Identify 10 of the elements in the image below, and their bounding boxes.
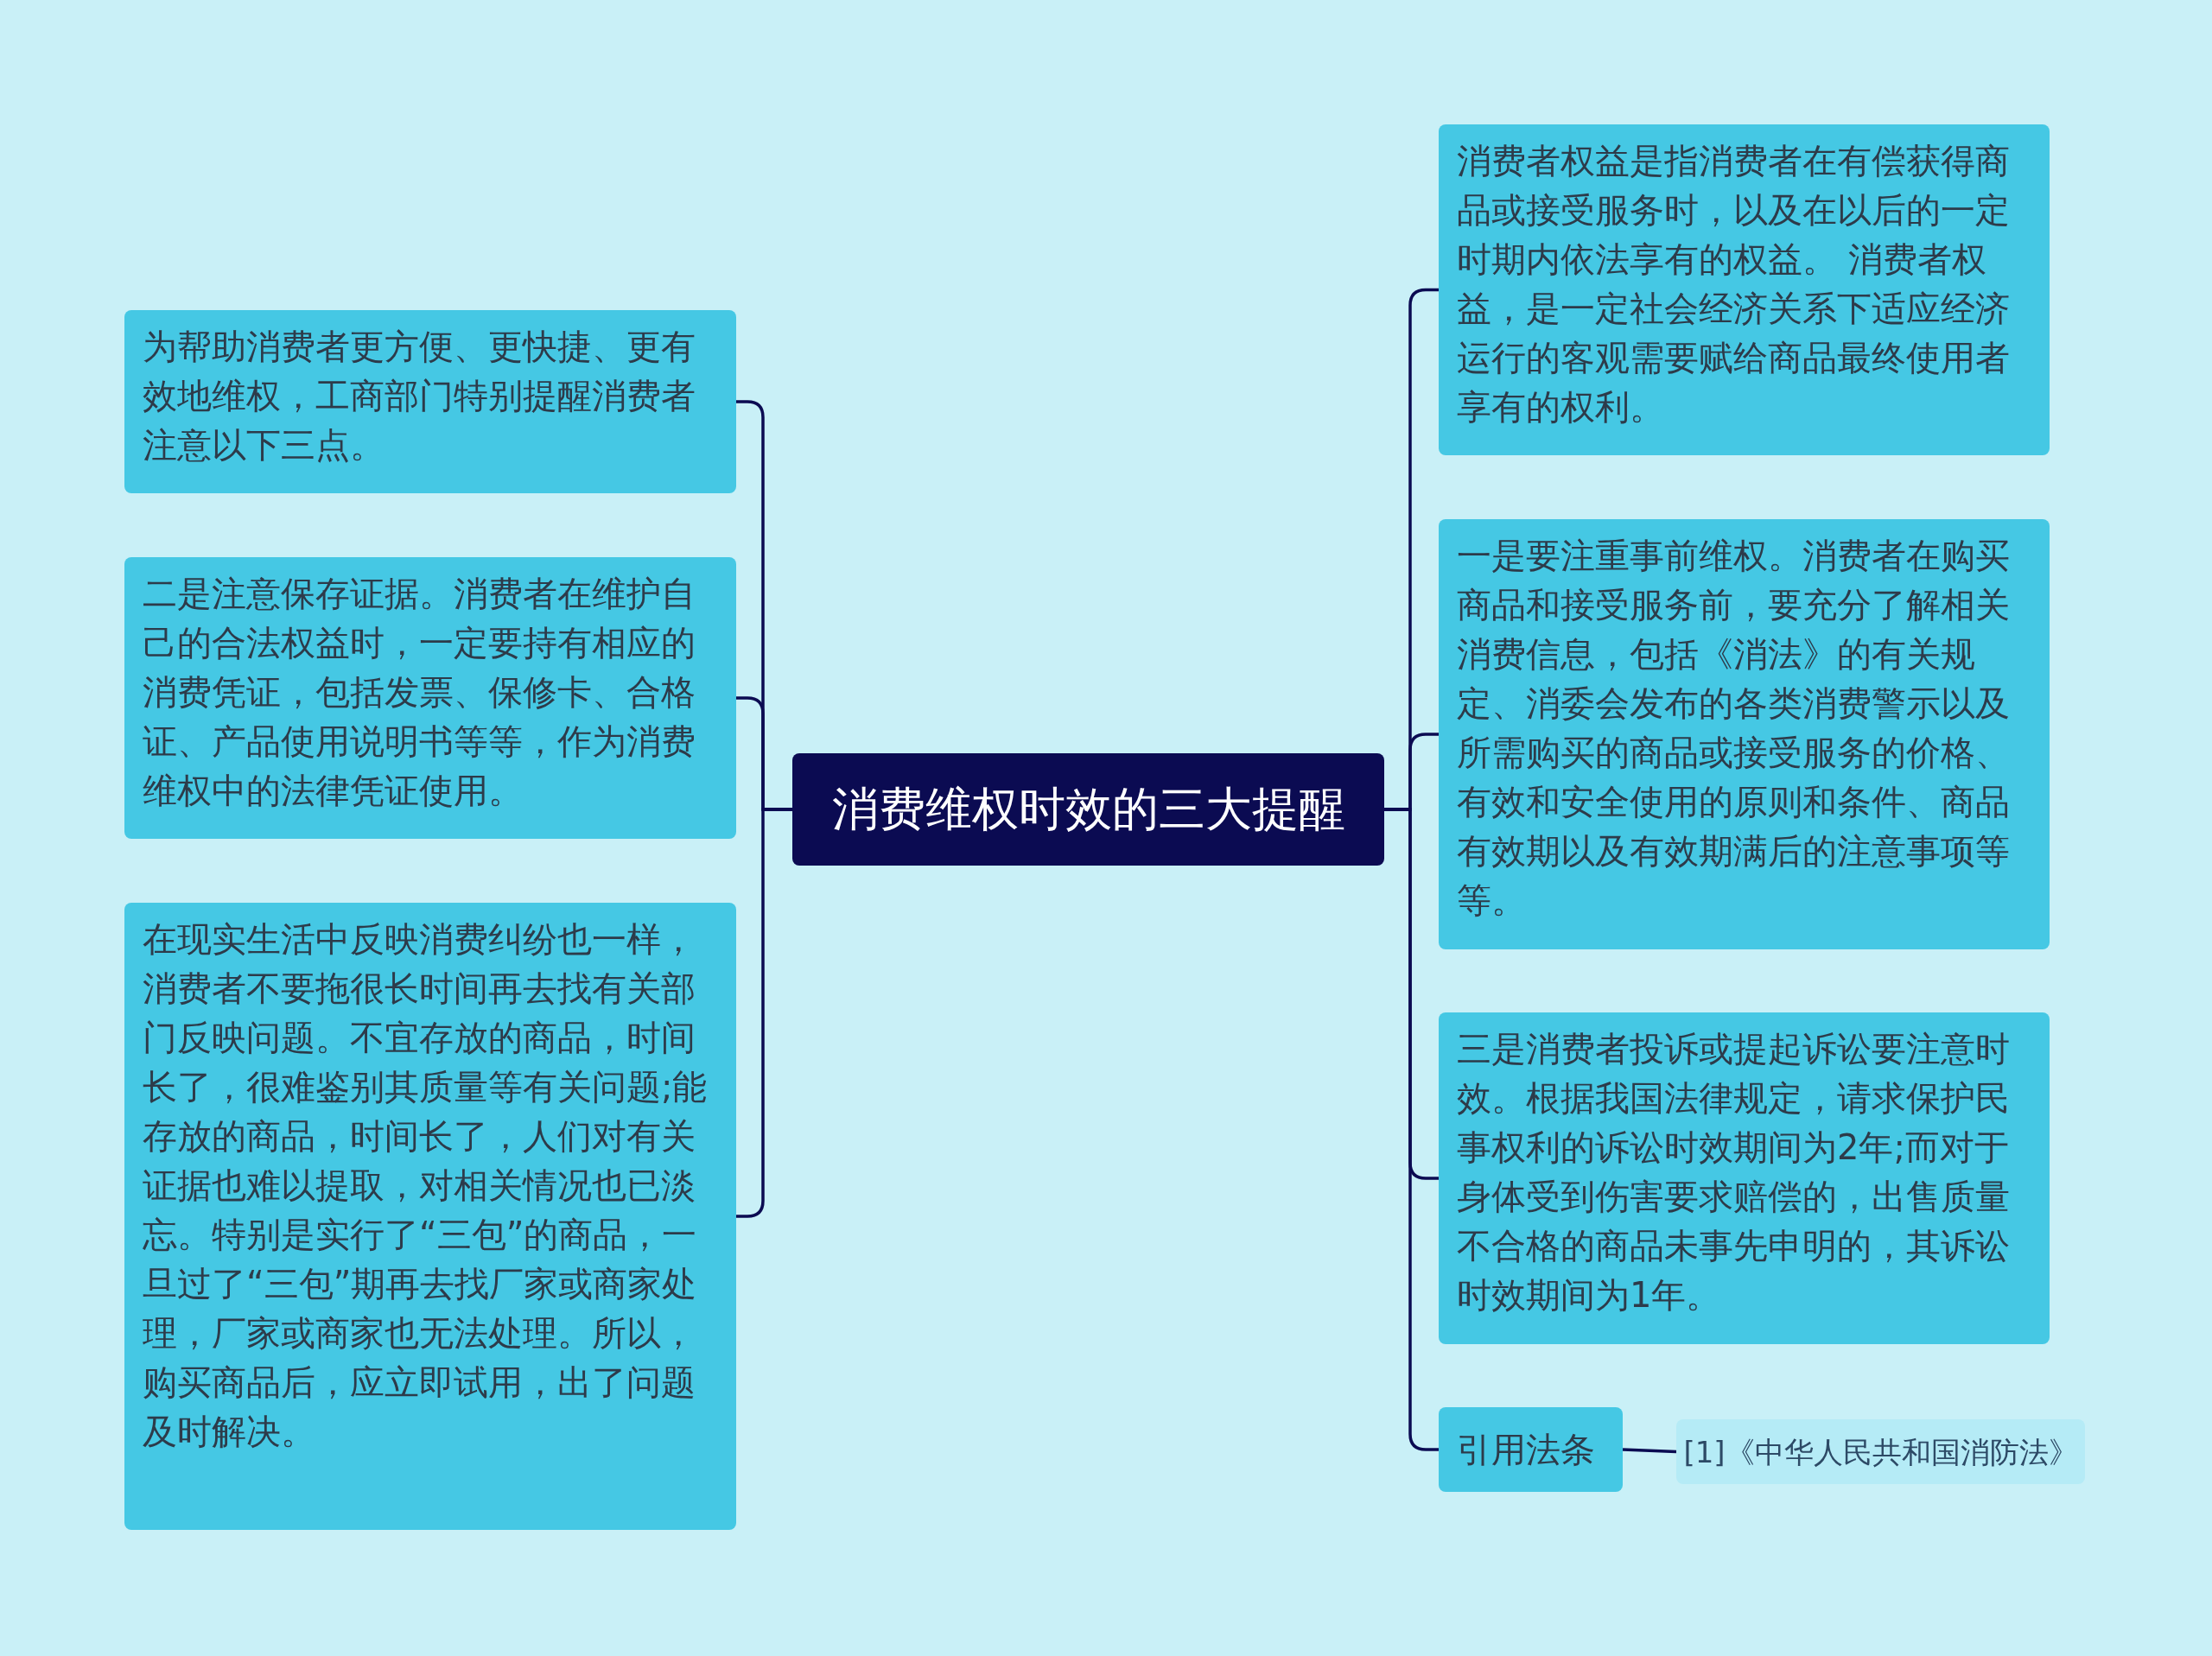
reference-box: [1]《中华人民共和国消防法》: [1676, 1419, 2085, 1484]
topic-box: 二是注意保存证据。消费者在维护自己的合法权益时，一定要持有相应的消费凭证，包括发票、保修卡、合格证、产品使用说明书等等，作为消费维权中的法律凭证使用。: [124, 557, 736, 839]
connector-line: [1622, 1448, 1677, 1454]
central-topic-box: 消费维权时效的三大提醒: [792, 753, 1384, 866]
topic-box: 在现实生活中反映消费纠纷也一样，消费者不要拖很长时间再去找有关部门反映问题。不宜存放的商品，时间长了，很难鉴别其质量等有关问题;能存放的商品，时间长了，人们对有关证据也难以提取，对相关情况也已淡忘。特别是实行了“三包”的商品，一旦过了“三包”期再去找厂家或商家处理，厂家或商家也无法处理。所以，购买商品后，应立即试用，出了问题及时解决。: [124, 903, 736, 1530]
topic-box: 三是消费者投诉或提起诉讼要注意时效。根据我国法律规定，请求保护民事权利的诉讼时效期间为2年;而对于身体受到伤害要求赔偿的，出售质量不合格的商品未事先申明的，其诉讼时效期间为1年。: [1439, 1012, 2050, 1344]
topic-box: 一是要注重事前维权。消费者在购买商品和接受服务前，要充分了解相关消费信息，包括《消法》的有关规定、消委会发布的各类消费警示以及所需购买的商品或接受服务的价格、有效和安全使用的原则和条件、商品有效期以及有效期满后的注意事项等等。: [1439, 519, 2050, 949]
topic-box: 消费者权益是指消费者在有偿获得商品或接受服务时，以及在以后的一定时期内依法享有的权益。 消费者权益，是一定社会经济关系下适应经济运行的客观需要赋给商品最终使用者享有的权利。: [1439, 124, 2050, 455]
topic-box: 为帮助消费者更方便、更快捷、更有效地维权，工商部门特别提醒消费者注意以下三点。: [124, 310, 736, 493]
topic-box: 引用法条: [1439, 1407, 1623, 1492]
